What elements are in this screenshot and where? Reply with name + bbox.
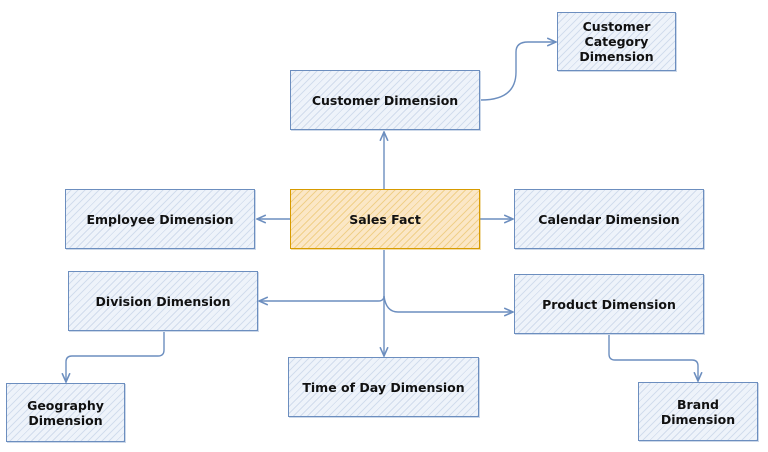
time-of-day-dimension-node[interactable]: Time of Day Dimension — [288, 357, 479, 417]
division-dimension-node[interactable]: Division Dimension — [68, 271, 258, 331]
sales-fact-node[interactable]: Sales Fact — [290, 189, 480, 249]
edge-division-to-geography — [66, 332, 165, 382]
calendar-dimension-label: Calendar Dimension — [538, 211, 680, 227]
geography-dimension-label: Geography Dimension — [27, 397, 104, 428]
employee-dimension-label: Employee Dimension — [86, 211, 234, 227]
customer-category-dimension-label: Customer Category Dimension — [579, 19, 654, 64]
sales-fact-label: Sales Fact — [349, 211, 421, 227]
edge-customer-to-customer-category — [480, 42, 556, 101]
customer-dimension-label: Customer Dimension — [311, 92, 459, 108]
employee-dimension-node[interactable]: Employee Dimension — [65, 189, 255, 249]
edge-product-to-brand — [608, 335, 698, 381]
time-of-day-dimension-label: Time of Day Dimension — [302, 379, 465, 395]
customer-dimension-node[interactable]: Customer Dimension — [290, 70, 480, 130]
division-dimension-label: Division Dimension — [95, 293, 231, 309]
customer-category-dimension-node[interactable]: Customer Category Dimension — [557, 12, 676, 71]
product-dimension-label: Product Dimension — [542, 296, 676, 312]
product-dimension-node[interactable]: Product Dimension — [514, 274, 704, 334]
brand-dimension-node[interactable]: Brand Dimension — [638, 382, 758, 441]
brand-dimension-label: Brand Dimension — [660, 396, 736, 427]
geography-dimension-node[interactable]: Geography Dimension — [6, 383, 125, 442]
edge-fact-to-division — [259, 250, 385, 301]
calendar-dimension-node[interactable]: Calendar Dimension — [514, 189, 704, 249]
edge-fact-to-product — [383, 295, 513, 312]
